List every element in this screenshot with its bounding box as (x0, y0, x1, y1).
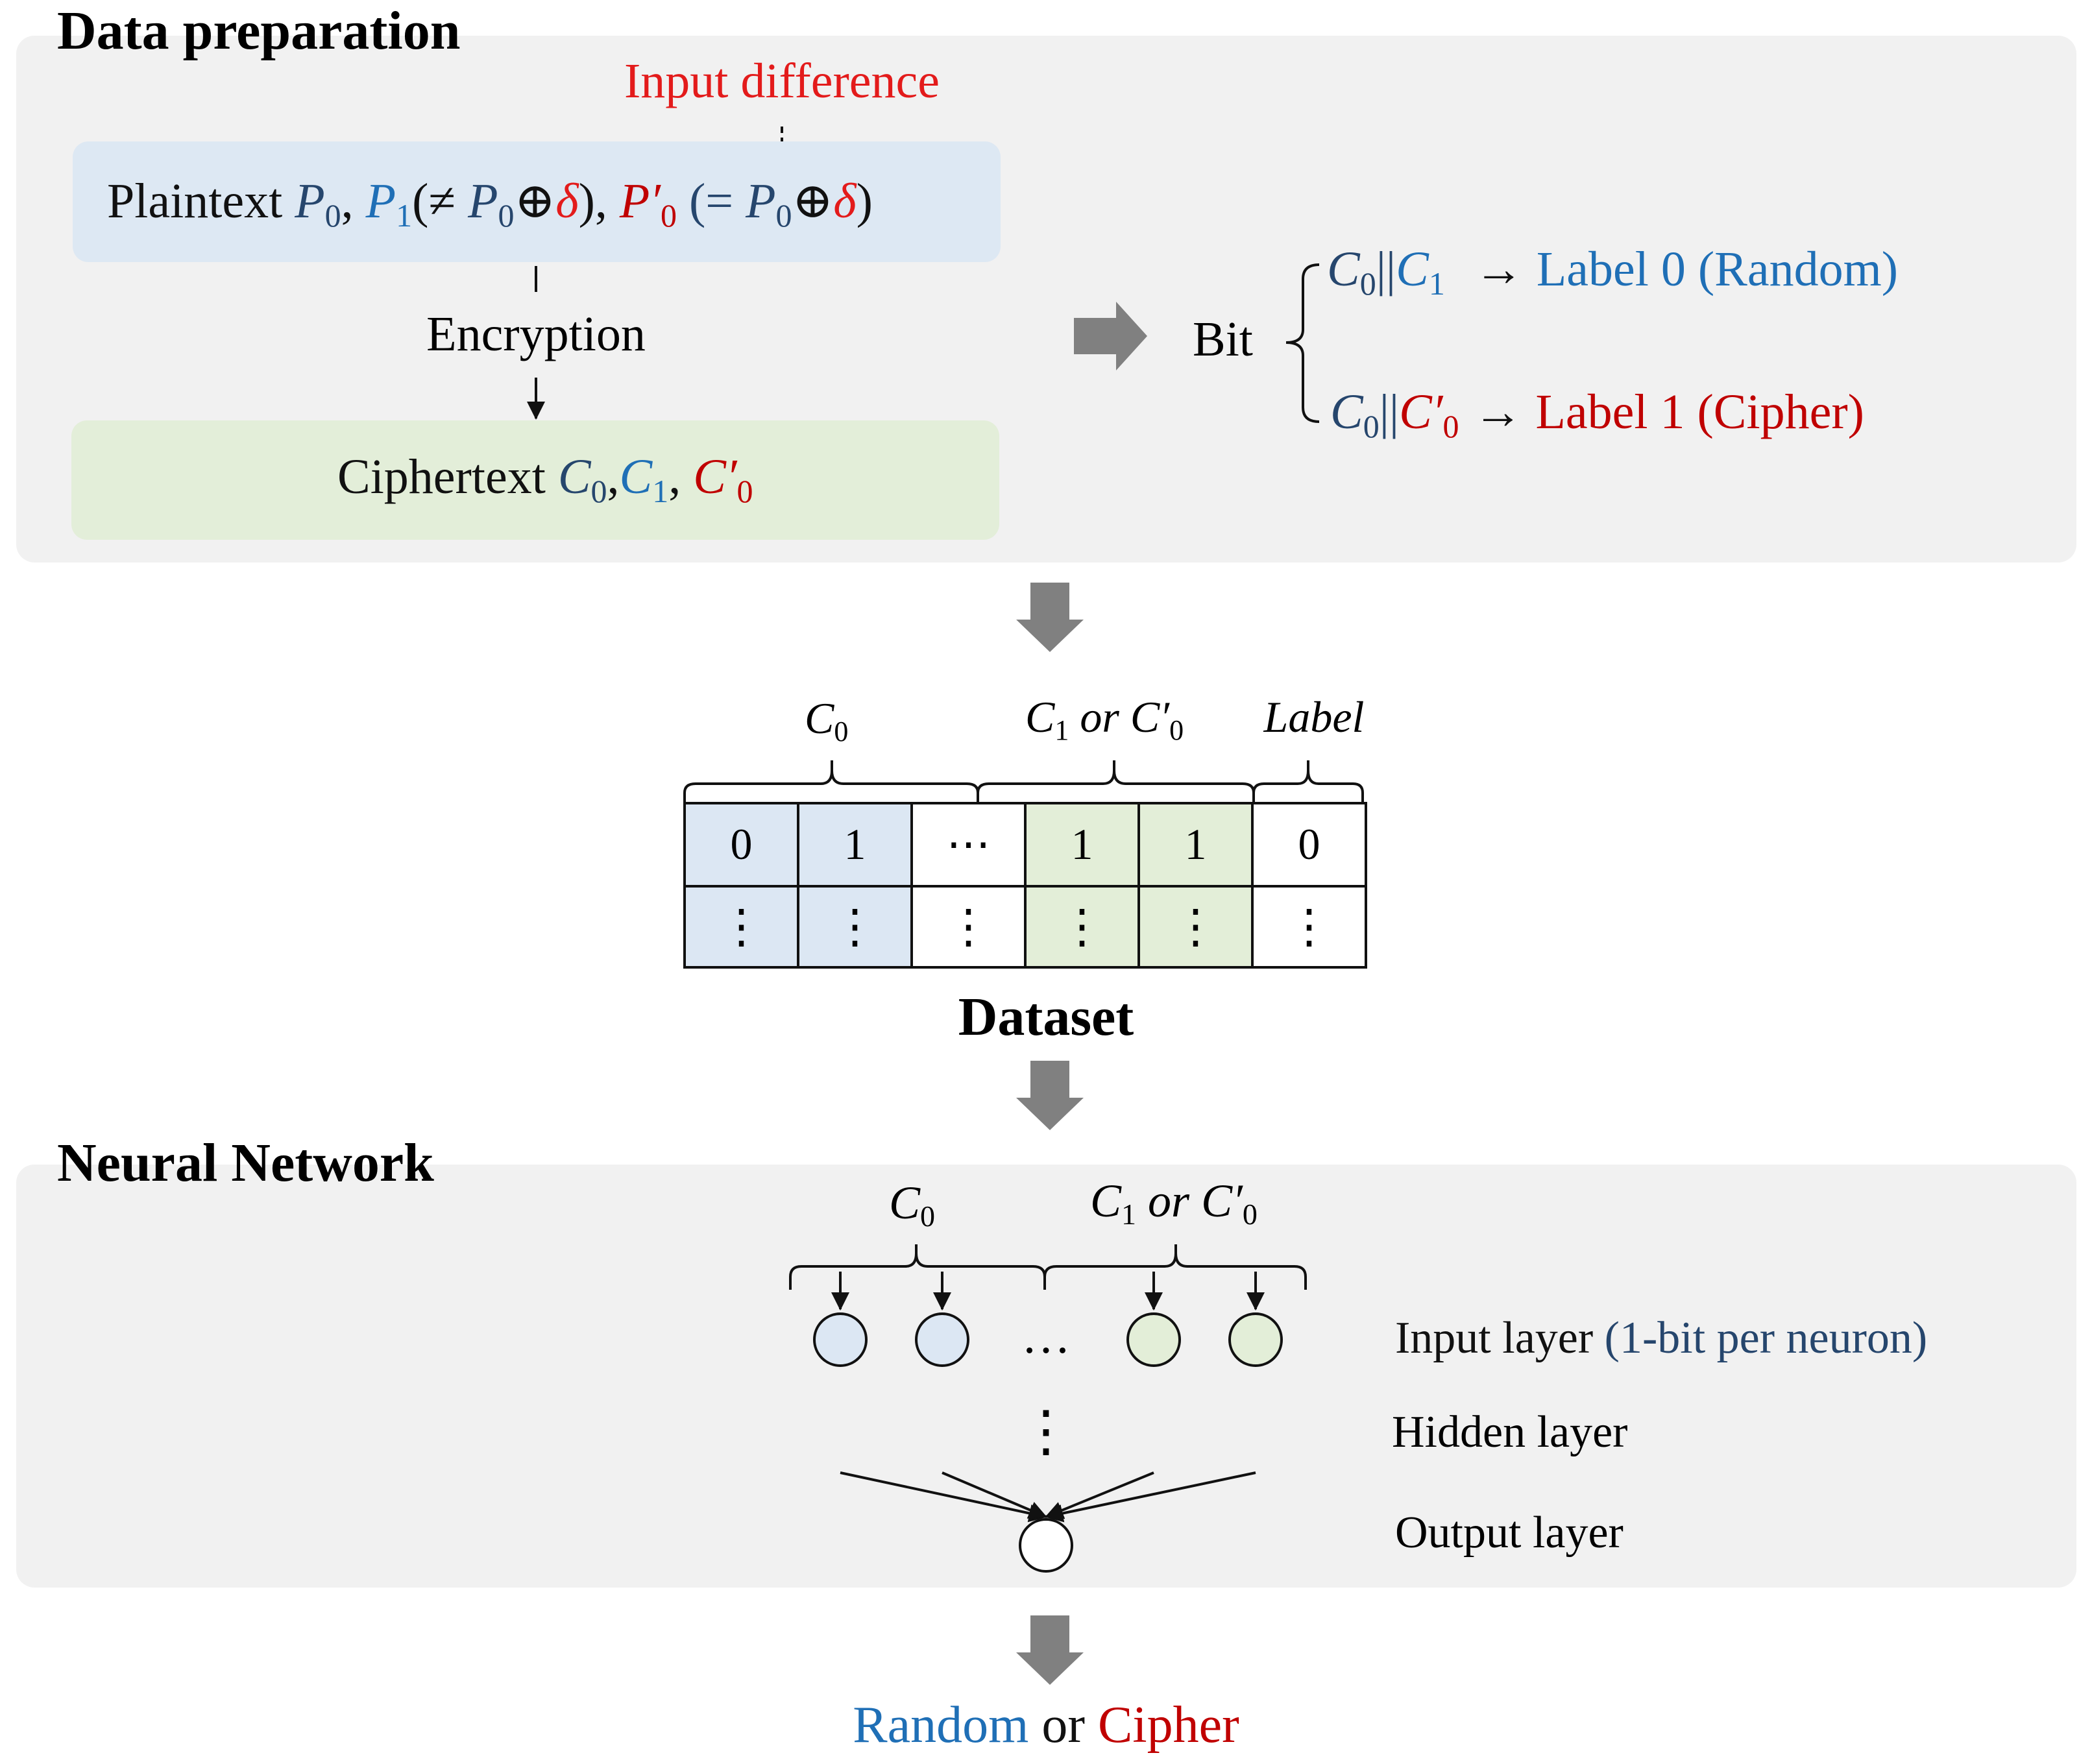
dataset-cell: ⋮ (1173, 901, 1219, 953)
bit-label: Bit (1193, 312, 1253, 367)
dataset-brace-c1 (977, 760, 1255, 803)
data-prep-title: Data preparation (57, 1, 460, 61)
dataset-cell: ⋮ (945, 901, 992, 953)
dataset-cell-bg (683, 885, 799, 969)
dataset-cell-bg (1251, 802, 1367, 888)
dataset-cell: 1 (1071, 819, 1093, 869)
bit-brace (1285, 263, 1320, 423)
nn-brace-c1-label: C1 or C′0 (1090, 1175, 1258, 1231)
input-neuron-2 (915, 1312, 969, 1367)
input-neuron-4 (1228, 1312, 1283, 1367)
output-neuron (1019, 1518, 1073, 1573)
dataset-title: Dataset (958, 987, 1134, 1047)
ciphertext-expression: Ciphertext C0,C1, C′0 (337, 450, 753, 509)
dataset-cell-bg (1137, 802, 1254, 888)
label-row-0: C0||C1→Label 0 (Random) (1327, 242, 1898, 302)
output-connections (840, 1471, 1256, 1523)
label-row-1: C0||C′0→Label 1 (Cipher) (1330, 385, 1864, 444)
dataset-cell: ⋮ (1286, 901, 1333, 953)
nn-brace-c0-label: C0 (889, 1177, 935, 1233)
dataset-cell: ⋮ (832, 901, 879, 953)
gray-arrow-down-1 (1016, 583, 1084, 652)
dataset-brace-c0-label: C0 (805, 694, 848, 747)
nn-brace-c1 (1043, 1244, 1307, 1290)
dataset-brace-c0 (683, 760, 979, 803)
plaintext-expression: Plaintext P0, P1(≠ P0⊕δ), P′0 (= P0⊕δ) (107, 174, 873, 234)
dataset-cell-bg (797, 885, 913, 969)
dataset-cell: ⋮ (1059, 901, 1106, 953)
ciphertext-box (71, 420, 999, 540)
gray-arrow-down-3 (1016, 1615, 1084, 1685)
neural-network-panel (16, 1165, 2076, 1588)
dataset-cell: 1 (844, 819, 866, 869)
gray-arrow-down-2 (1016, 1061, 1084, 1130)
dataset-brace-label: Label (1263, 692, 1365, 742)
input-neuron-ellipsis: … (1021, 1309, 1071, 1364)
hidden-layer-vdots: ⋮ (1018, 1400, 1074, 1462)
dataset-brace-label-brace (1252, 760, 1364, 803)
output-layer-label: Output layer (1395, 1508, 1624, 1558)
encryption-label: Encryption (426, 307, 646, 361)
dataset-cell: 1 (1185, 819, 1207, 869)
input-difference-label: Input difference (624, 54, 940, 108)
dataset-table: 0 1 ⋯ 1 1 0 ⋮ ⋮ ⋮ ⋮ ⋮ ⋮ (683, 802, 1367, 969)
result-text: Random or Cipher (853, 1697, 1239, 1754)
dataset-cell: 0 (1298, 819, 1320, 869)
dataset-cell: 0 (731, 819, 753, 869)
input-arrows (831, 1272, 1265, 1311)
plaintext-box (73, 141, 1001, 262)
dataset-cell: ⋮ (718, 901, 765, 953)
dataset-cell: ⋯ (947, 819, 991, 869)
input-neuron-3 (1126, 1312, 1181, 1367)
dataset-cell-bg (1024, 885, 1140, 969)
input-neuron-1 (813, 1312, 868, 1367)
hidden-layer-label: Hidden layer (1392, 1407, 1627, 1457)
input-layer-label: Input layer (1-bit per neuron) (1395, 1313, 1927, 1363)
dataset-cell-bg (1137, 885, 1254, 969)
dataset-cell-bg (1251, 885, 1367, 969)
dataset-brace-c1-label: C1 or C′0 (1025, 692, 1184, 746)
gray-arrow-right (1074, 302, 1147, 370)
neural-network-title: Neural Network (57, 1133, 434, 1193)
